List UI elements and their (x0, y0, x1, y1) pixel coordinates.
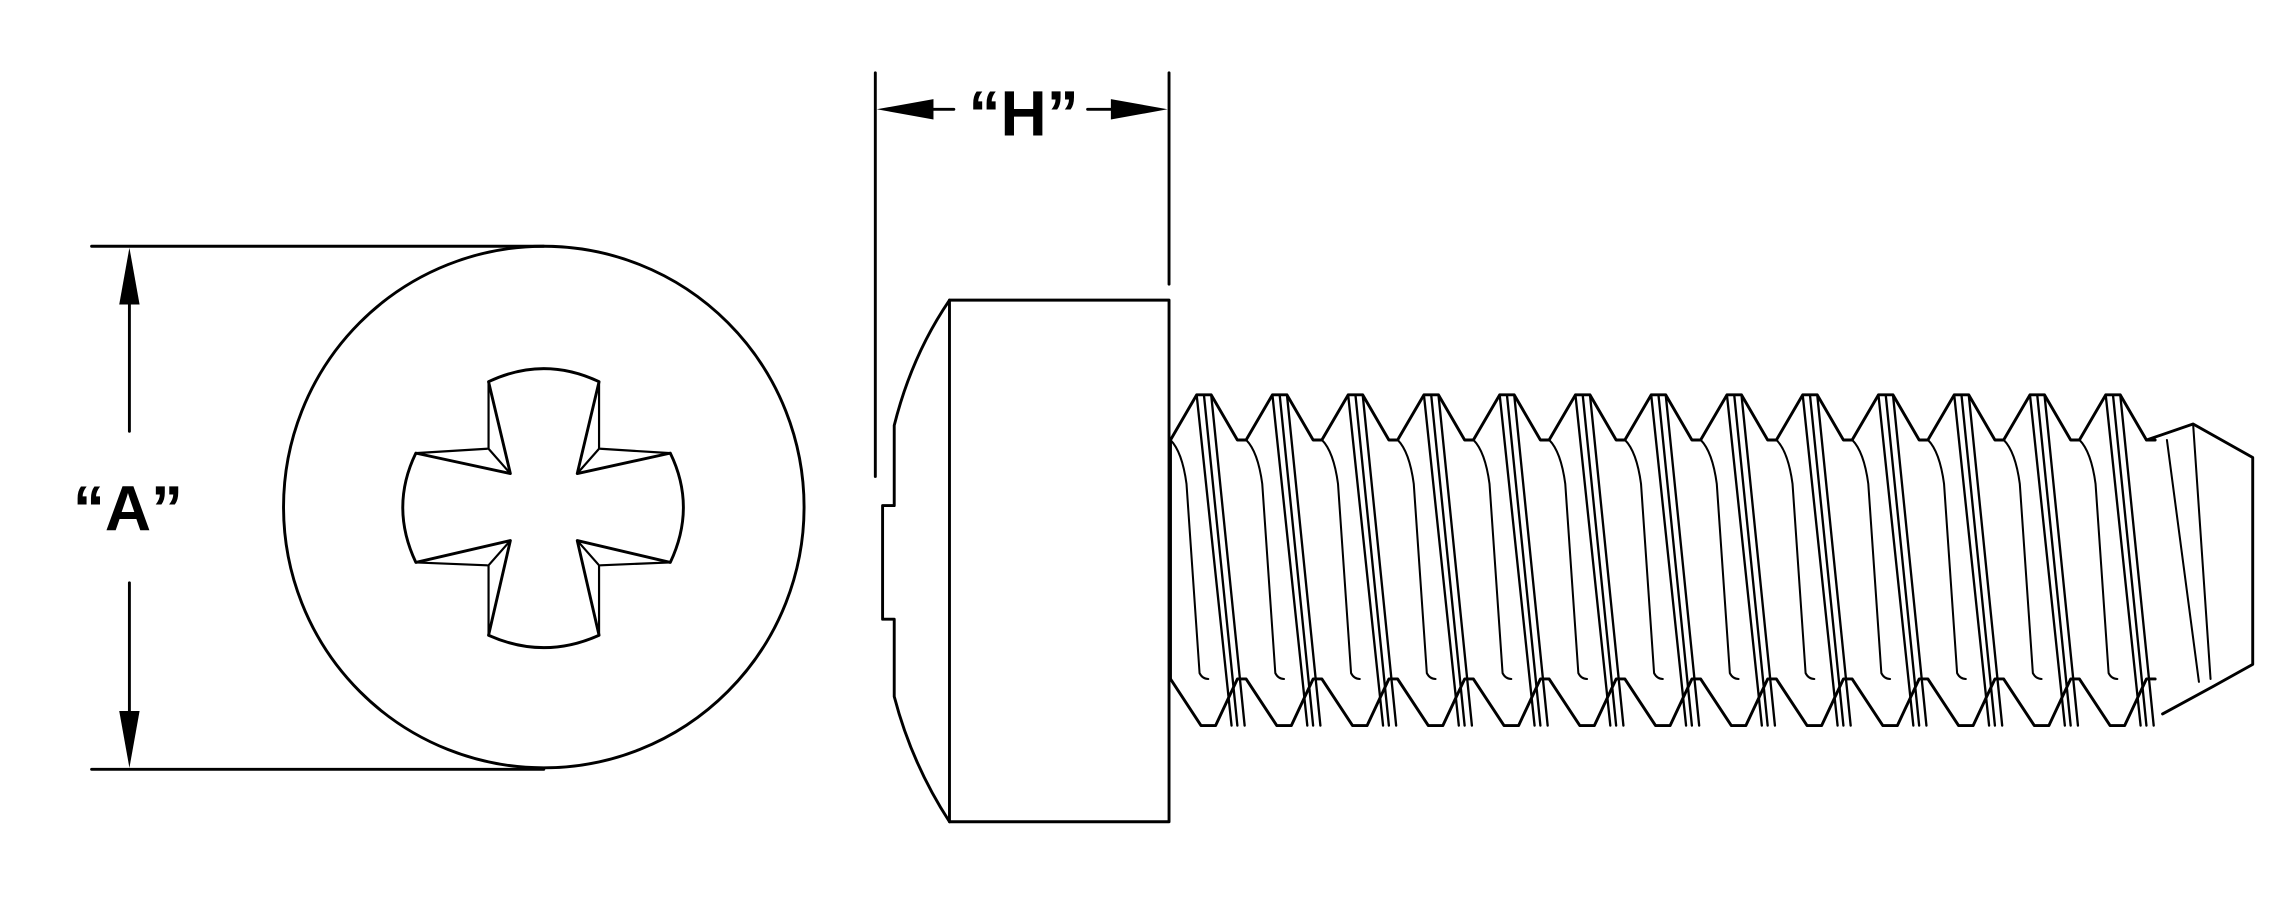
thread-crest-line (1588, 393, 1625, 727)
thread-crest-line (2111, 393, 2148, 727)
thread-root-line (1851, 438, 1892, 680)
thread-crest-line (1513, 393, 1549, 727)
screw-tip-line (2165, 438, 2200, 683)
thread-root-line (1927, 438, 1967, 680)
thread-crest-line (1278, 393, 1315, 727)
thread-crest-line (1430, 393, 1466, 727)
dim-h-arrow-right-icon (1110, 99, 1168, 120)
thread-crest-line (2043, 393, 2080, 727)
thread-crest-line (1657, 393, 1694, 727)
thread-crest-line (1960, 393, 1997, 727)
dimension-h (873, 71, 1171, 478)
recess-inner-lines (414, 380, 672, 637)
thread-root-line (1245, 438, 1286, 680)
thread-root-line (1396, 438, 1437, 680)
thread-root-line (1548, 438, 1589, 680)
thread-crest-line (1581, 393, 1618, 727)
screw-head-top-view (282, 244, 806, 770)
thread-root-line (1169, 438, 1210, 680)
thread-crest-line (1733, 393, 1769, 727)
thread-crest-line (1801, 393, 1839, 727)
phillips-recess (401, 367, 685, 649)
dim-a-label: “A” (73, 472, 183, 544)
screw-tip-line (2192, 422, 2212, 680)
thread-root-line (1623, 438, 1664, 680)
screw-tip (2145, 422, 2255, 716)
thread-crest-line (1725, 393, 1764, 727)
thread-crest-line (1891, 393, 1928, 727)
thread-crest-line (1195, 393, 1233, 727)
thread-crest-line (1650, 393, 1688, 727)
thread-crest-line (1437, 393, 1474, 727)
thread-crest-line (1808, 393, 1845, 727)
thread-crest-line (1202, 393, 1239, 727)
dim-a-arrow-down-icon (119, 711, 140, 768)
thread-crest-line (1361, 393, 1398, 727)
thread-crest-line (1884, 393, 1921, 727)
thread-root-line (2078, 438, 2119, 680)
thread-crest-line (2028, 393, 2067, 727)
head-outline (282, 244, 806, 770)
thread-crest-line (1505, 393, 1542, 727)
thread-crest-line (1347, 393, 1385, 727)
thread-crest-line (2119, 393, 2155, 727)
thread-crest-line (1967, 393, 2004, 727)
threaded-shank (1169, 393, 2255, 728)
thread-crest-line (1574, 393, 1612, 727)
thread-crest-line (1664, 393, 1701, 727)
dimension-a (90, 244, 546, 771)
dim-h-label: “H” (969, 77, 1079, 149)
thread-crest-line (1740, 393, 1777, 727)
thread-crest-line (1498, 393, 1536, 727)
thread-crest-line (1210, 393, 1246, 727)
thread-crest-line (1285, 393, 1322, 727)
head-body (948, 298, 1171, 824)
dim-a-arrow-up-icon (119, 247, 140, 305)
thread-crest-line (2036, 393, 2072, 727)
thread-root-line (1699, 438, 1740, 680)
thread-crest-line (1816, 393, 1852, 727)
screw-head-side-view (881, 298, 1171, 824)
thread-crest-line (1422, 393, 1460, 727)
thread-crest-line (1953, 393, 1991, 727)
thread-root-line (1472, 438, 1513, 680)
thread-root-line (1320, 438, 1361, 680)
thread-crest-line (1877, 393, 1915, 727)
thread-root-line (1775, 438, 1816, 680)
head-dome-profile (881, 298, 951, 824)
thread-root-line (2002, 438, 2043, 680)
thread-crest-line (1354, 393, 1391, 727)
thread-crest-line (1271, 393, 1309, 727)
thread-crest-line (2104, 393, 2142, 727)
dim-h-arrow-left-icon (876, 99, 934, 120)
